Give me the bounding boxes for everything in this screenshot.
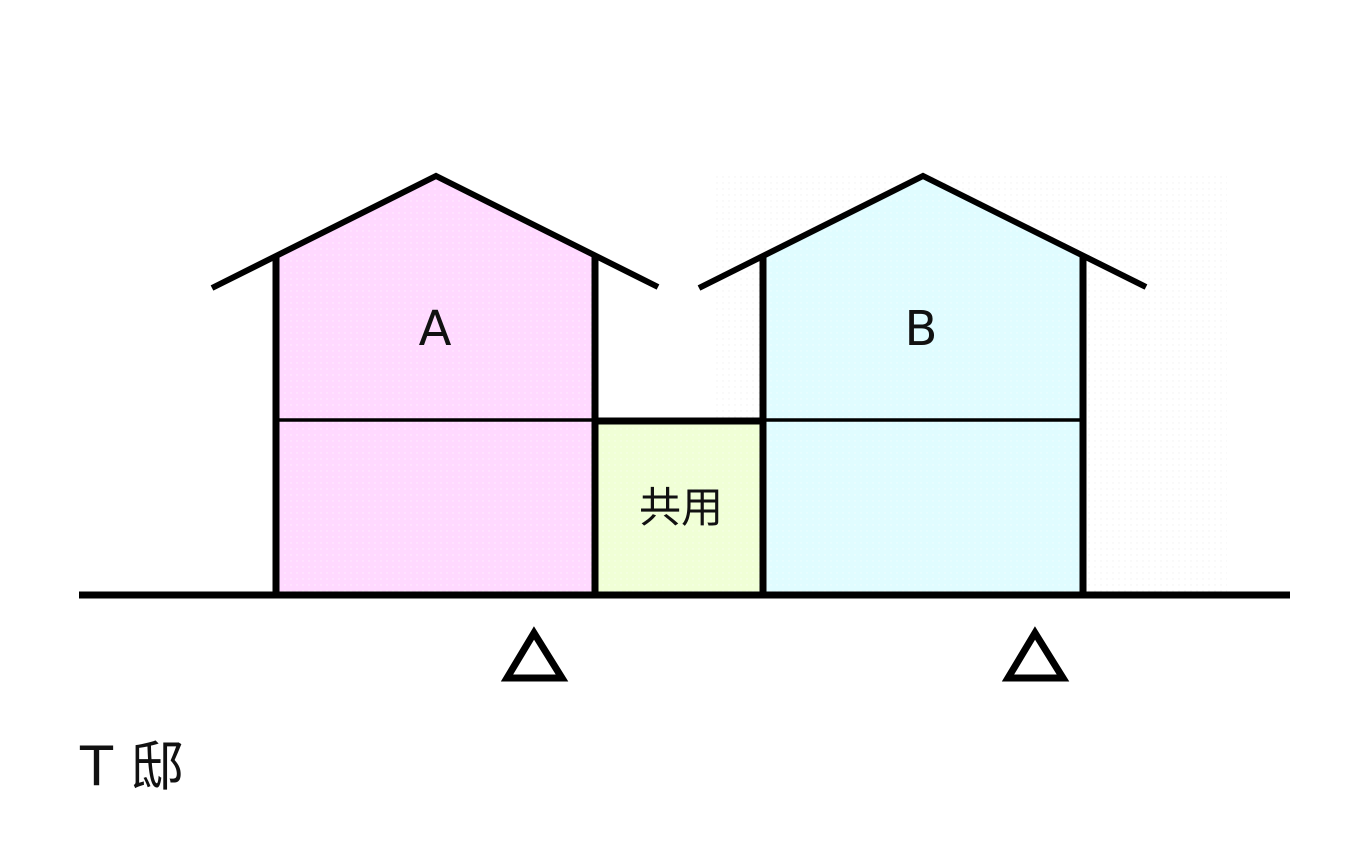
house-a-label: A [419, 301, 452, 357]
shared-space [596, 423, 762, 593]
house-b-label: B [905, 301, 938, 357]
shared-space-label: 共用 [639, 483, 723, 532]
diagram-title: T 邸 [79, 735, 184, 798]
entrance-marker-a [500, 626, 569, 682]
house-a [277, 176, 594, 593]
entrance-marker-b [1001, 626, 1070, 682]
house-b-roof [697, 172, 1148, 291]
house-a-roof [210, 172, 660, 291]
structure-lines [79, 172, 1290, 682]
house-b [764, 176, 1081, 593]
